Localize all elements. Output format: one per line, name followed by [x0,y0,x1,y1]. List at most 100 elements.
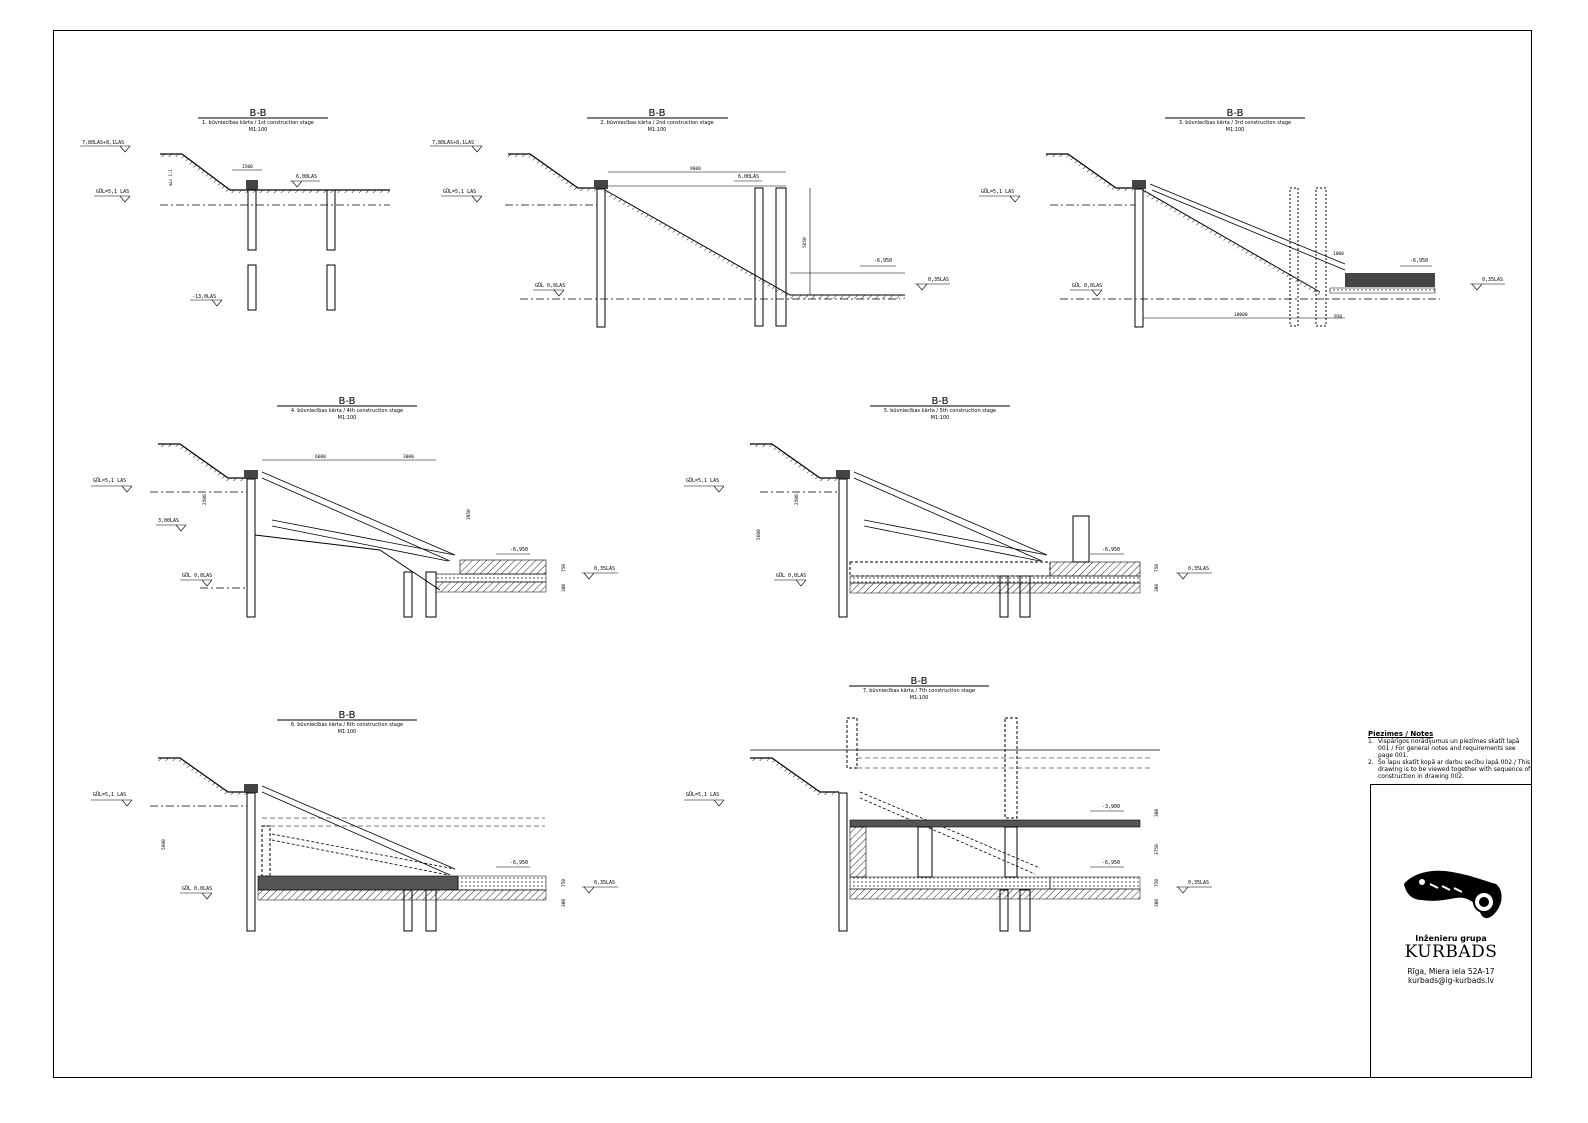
stage-6-section: B-B 6. būvniecības kārta / 6th construct… [91,710,618,932]
stage-1-level-600: 6,00LAS [296,174,317,180]
stage-1-level-neg13: -13,0LAS [192,294,216,300]
stage-5-dim-5600: 5600 [756,529,762,540]
stage-4-dim-3950: 3950 [466,509,472,520]
title-block [1370,784,1532,1078]
stage-3-dim-1000: 1000 [1333,251,1344,257]
stage-2-level-top: 7,80LAS÷8,1LAS [432,140,474,146]
stage-3-level-gwl0: GŪL 0,0LAS [1072,282,1102,289]
stage-1-level-top: 7,80LAS÷8,1LAS [82,140,124,146]
stage-4-dim-3000: 3000 [403,454,414,460]
stage-7-dim-300b: 300 [1154,899,1160,907]
stage-4-level-035: 0,35LAS [594,566,615,572]
stage-4-level-300: 3,00LAS [158,518,179,524]
stage-3-level-gwl: GŪL=5,1 LAS [981,188,1014,195]
stage-3-section: B-B 3. būvniecības kārta / 3rd construct… [979,108,1505,328]
company-block: Inženieru grupa KURBADS Rīga, Miera iela… [1370,934,1532,985]
stage-5-level-035: 0,35LAS [1188,566,1209,572]
stage-7-level-neg695: -6,950 [1102,860,1120,866]
stage-2-scale: M1:100 [648,127,667,133]
stage-7-level-035: 0,35LAS [1188,880,1209,886]
stage-1-title: 1. būvniecības kārta / 1st construction … [202,120,314,126]
stage-4-scale: M1:100 [338,415,357,421]
stage-3-label: B-B [1227,108,1244,119]
stage-2-title: 2. būvniecības kārta / 2nd construction … [600,120,713,126]
stage-5-dim-300: 300 [1154,584,1160,592]
note-text: Šo lapu skatīt kopā ar darbu secību lapā… [1378,759,1531,780]
stage-5-label: B-B [932,396,949,407]
company-address: Rīga, Miera iela 52A-17 [1407,967,1495,976]
stage-4-label: B-B [339,396,356,407]
stage-6-dim-750: 750 [561,879,567,887]
note-item: 1. Vispārīgos norādījumus un piezīmes sk… [1368,738,1532,759]
stage-4-level-neg695: -6,950 [510,547,528,553]
stage-3-title: 3. būvniecības kārta / 3rd construction … [1179,120,1291,126]
stage-5-level-neg695: -6,950 [1102,547,1120,553]
stage-4-dim-2500: 2500 [202,494,208,505]
stage-7-section: B-B 7. būvniecības kārta / 7th construct… [684,676,1212,932]
stage-6-title: 6. būvniecības kārta / 6th construction … [291,722,403,728]
stage-2-dim-5650: 5650 [802,237,808,248]
stage-5-level-gwl: GŪL=5,1 LAS [686,477,719,484]
stage-2-level-neg695: -6,950 [874,258,892,264]
stage-1-dim-1500: 1500 [242,164,253,170]
stage-4-level-gwl: GŪL=5,1 LAS [93,477,126,484]
notes-block: Piezīmes / Notes 1. Vispārīgos norādījum… [1368,730,1532,781]
stage-6-level-neg695: -6,950 [510,860,528,866]
stage-7-dim-3750: 3750 [1154,844,1160,855]
stage-7-title: 7. būvniecības kārta / 7th construction … [863,688,975,694]
stage-1-section: B-B 1. būvniecības kārta / 1st construct… [80,108,390,311]
stage-6-label: B-B [339,710,356,721]
company-name: KURBADS [1404,942,1498,962]
drawing-frame [53,30,1532,1078]
stage-4-section: B-B 4. būvniecības kārta / 4th construct… [91,396,618,618]
stage-3-dim-10000: 10000 [1234,312,1248,318]
stage-2-level-600: 6,00LAS [738,174,759,180]
company-email: kurbads@ig-kurbads.lv [1408,976,1494,985]
stage-1-slope-label: min 1:1 [168,169,173,186]
stage-3-dim-950: 950 [1334,314,1342,320]
stage-3-level-035: 0,35LAS [1482,277,1503,283]
note-number: 1. [1368,738,1374,745]
stage-2-label: B-B [649,108,666,119]
stage-2-dim-9600: 9600 [690,166,701,172]
stage-4-title: 4. būvniecības kārta / 4th construction … [291,408,403,414]
stage-2-level-gwl: GŪL=5,1 LAS [443,188,476,195]
stage-5-dim-750: 750 [1154,564,1160,572]
stage-1-scale: M1:100 [249,127,268,133]
stage-7-dim-750: 750 [1154,879,1160,887]
stage-6-dim-5600: 5600 [161,839,167,850]
stage-3-level-neg695: -6,950 [1410,258,1428,264]
stage-2-level-gwl0: GŪL 0,0LAS [535,282,565,289]
stage-6-level-gwl0: GŪL 0,0LAS [182,885,212,892]
stage-5-section: B-B 5. būvniecības kārta / 5th construct… [684,396,1212,618]
stage-4-dim-750: 750 [561,564,567,572]
stage-2-level-035: 0,35LAS [928,277,949,283]
stage-7-level-gwl: GŪL=5,1 LAS [686,791,719,798]
stage-1-level-gwl: GŪL=5,1 LAS [96,188,129,195]
stage-4-dim-300: 300 [561,584,567,592]
stage-4-level-gwl0: GŪL 0,0LAS [182,572,212,579]
stage-6-level-035: 0,35LAS [594,880,615,886]
stage-6-dim-300: 300 [561,899,567,907]
stage-3-scale: M1:100 [1226,127,1245,133]
company-prefix: Inženieru grupa [1415,934,1487,943]
stage-7-level-neg390: -3,900 [1102,804,1120,810]
stage-5-level-gwl0: GŪL 0,0LAS [776,572,806,579]
note-text: Vispārīgos norādījumus un piezīmes skatī… [1378,738,1520,759]
stage-7-scale: M1:100 [910,695,929,701]
stage-5-title: 5. būvniecības kārta / 5th construction … [884,408,996,414]
note-item: 2. Šo lapu skatīt kopā ar darbu secību l… [1368,759,1532,780]
kurbads-logo [1404,870,1502,919]
stage-1-label: B-B [250,108,267,119]
stage-5-scale: M1:100 [931,415,950,421]
notes-heading: Piezīmes / Notes [1368,730,1434,738]
stage-7-dim-300a: 300 [1154,809,1160,817]
stage-6-scale: M1:100 [338,729,357,735]
stage-5-dim-2500: 2500 [794,494,800,505]
note-number: 2. [1368,759,1374,766]
stage-2-section: B-B 2. būvniecības kārta / 2nd construct… [430,108,950,328]
stage-4-dim-6600: 6600 [315,454,326,460]
stage-6-level-gwl: GŪL=5,1 LAS [93,791,126,798]
stage-7-label: B-B [911,676,928,687]
